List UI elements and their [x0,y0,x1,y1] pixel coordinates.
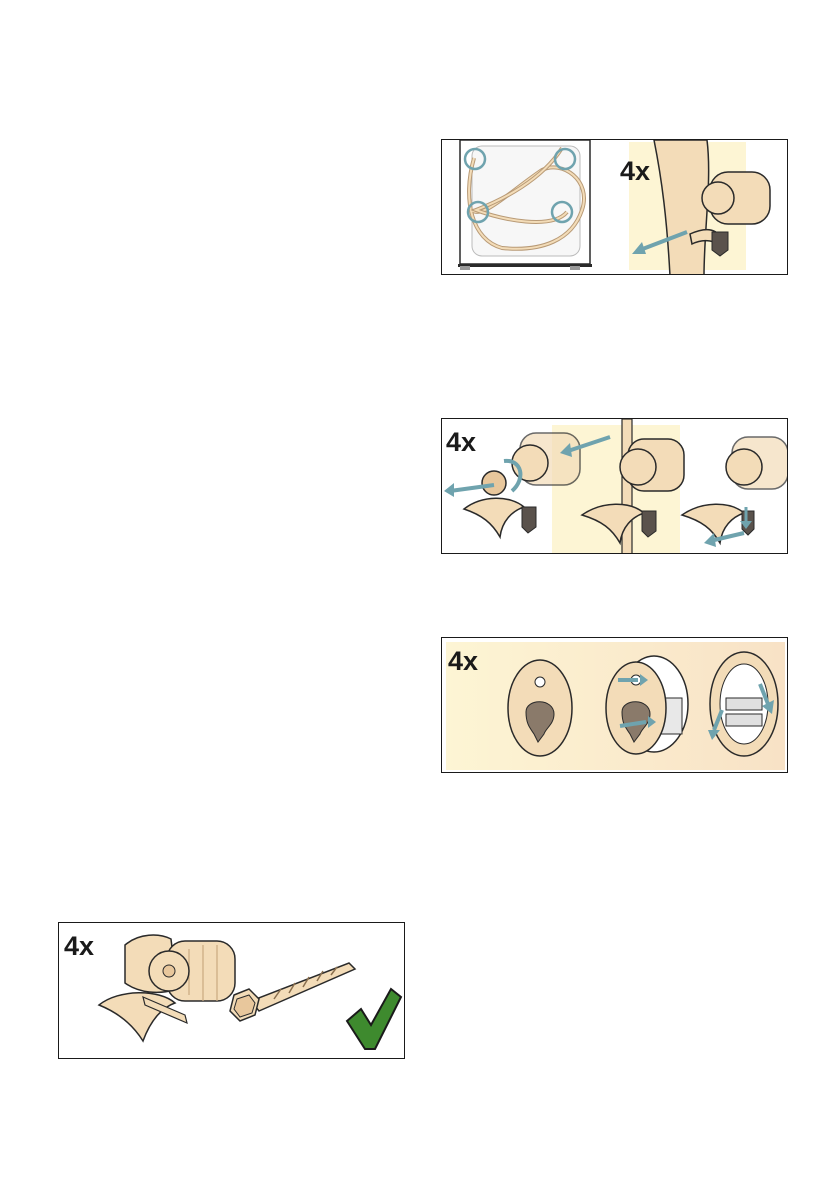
figure-1-panel: 4x [441,139,788,275]
transport-bolt-icon [682,437,788,543]
figure-2-count: 4x [446,429,476,456]
screw-icon [230,963,355,1021]
figure-4-count: 4x [64,933,94,960]
transport-bolt-icon [99,935,235,1041]
checkmark-icon [347,989,401,1049]
figure-4-panel: 4x [58,922,405,1059]
cover-cap-icon [508,660,572,756]
cover-cap-icon [606,656,688,754]
figure-1-illustration [442,140,788,275]
figure-4-illustration [59,923,405,1059]
figure-2-illustration [442,419,788,554]
figure-2-panel: 4x [441,418,788,554]
machine-rear-icon [458,140,592,270]
figure-3-illustration [442,638,788,773]
figure-1-count: 4x [620,158,650,185]
figure-3-count: 4x [448,648,478,675]
figure-3-panel: 4x [441,637,788,773]
